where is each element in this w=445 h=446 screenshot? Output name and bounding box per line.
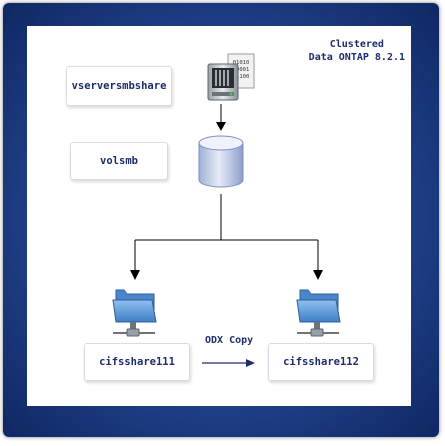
share-left-box: cifsshare111 [84,343,190,381]
volume-box: volsmb [70,142,168,180]
database-icon [198,135,244,188]
network-folder-icon [112,289,157,337]
server-binary-1: 01010 [233,60,250,66]
arrow-icon [216,104,226,131]
volume-label: volsmb [100,155,138,167]
diagram-title: Clustered Data ONTAP 8.2.1 [309,38,405,64]
connector-lines [130,194,323,280]
vserver-label: vserversmbshare [71,80,167,92]
title-line-1: Clustered [329,39,384,50]
server-binary-2: 10001 [233,67,250,73]
odx-copy-label: ODX Copy [205,335,254,346]
title-line-2: Data ONTAP 8.2.1 [308,52,405,63]
vserver-box: vserversmbshare [66,66,172,106]
server-icon: 01010 10001 01100 [207,53,255,101]
odx-arrow-icon [202,359,255,367]
share-right-box: cifsshare112 [268,343,374,381]
network-folder-icon [296,289,341,337]
share-left-label: cifsshare111 [99,356,175,368]
share-right-label: cifsshare112 [283,356,359,368]
server-binary-3: 01100 [233,74,250,80]
